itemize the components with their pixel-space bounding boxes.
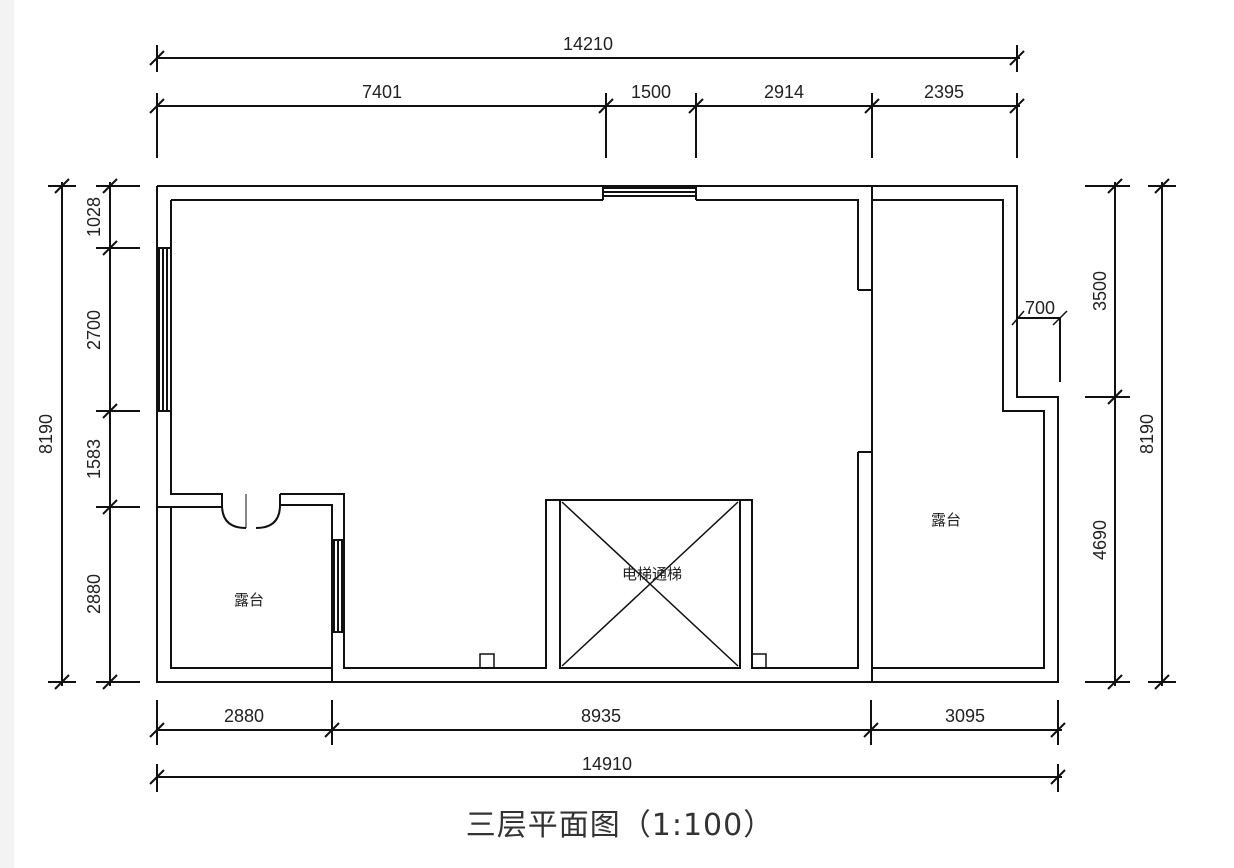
room-label-terrace-left: 露台 <box>234 591 264 609</box>
dim-right-2: 4690 <box>1090 520 1110 560</box>
dim-left-4: 2880 <box>84 574 104 614</box>
column-marker <box>479 653 495 669</box>
dim-top-total: 14210 <box>563 34 613 54</box>
dim-left-1: 1028 <box>84 197 104 237</box>
left-window <box>157 247 171 412</box>
dim-top-2: 1500 <box>631 82 671 102</box>
dim-right-total: 8190 <box>1137 414 1157 454</box>
dim-right-1: 3500 <box>1090 271 1110 311</box>
left-margin-strip <box>0 0 14 868</box>
dim-bottom-1: 2880 <box>224 706 264 726</box>
terrace-door <box>221 494 281 529</box>
room-label-terrace-right: 露台 <box>931 511 961 529</box>
dim-left-2: 2700 <box>84 310 104 350</box>
top-window <box>602 186 697 200</box>
dim-bottom-total: 14910 <box>582 754 632 774</box>
dim-step-700: 700 <box>1025 298 1055 318</box>
top-dimension-lines <box>149 45 1025 158</box>
dim-bottom-3: 3095 <box>945 706 985 726</box>
inner-window <box>332 539 344 633</box>
dim-left-3: 1583 <box>84 439 104 479</box>
dim-top-4: 2395 <box>924 82 964 102</box>
building-outline <box>156 185 1059 683</box>
bottom-dimension-lines <box>149 700 1066 792</box>
left-dimension-lines <box>48 178 140 690</box>
drawing-title: 三层平面图（1:100） <box>465 808 775 843</box>
dim-top-1: 7401 <box>362 82 402 102</box>
right-dimension-lines <box>1085 178 1176 690</box>
dim-bottom-2: 8935 <box>581 706 621 726</box>
elevator-cross <box>561 501 739 667</box>
step-notch <box>1011 310 1068 382</box>
dim-top-3: 2914 <box>764 82 804 102</box>
room-label-elevator: 电梯通梯 <box>622 565 682 583</box>
column-marker <box>751 653 767 669</box>
dim-left-total: 8190 <box>36 414 56 454</box>
